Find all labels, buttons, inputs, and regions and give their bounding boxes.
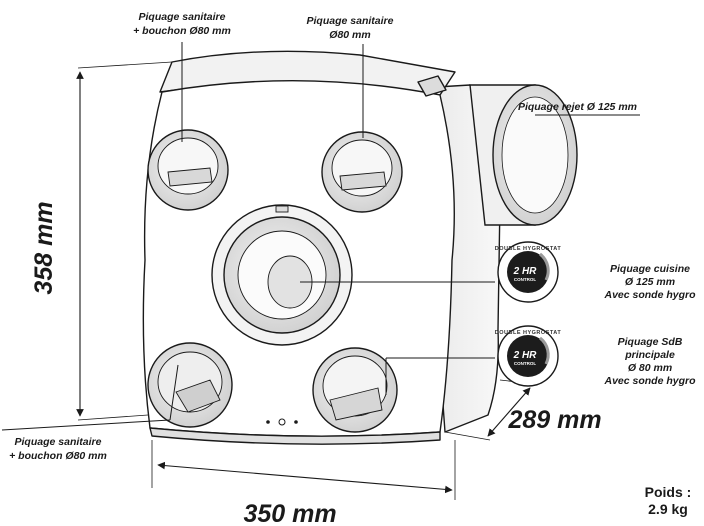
weight-line1: Poids : [645, 484, 692, 500]
dimension-width-label: 350 mm [243, 500, 336, 526]
badge-cuisine-top-text: DOUBLE HYGROSTAT [495, 246, 562, 252]
label-top-mid-line1: Piquage sanitaire [307, 15, 394, 27]
unit-top-latch [417, 75, 447, 97]
label-rejet: Piquage rejet Ø 125 mm [518, 101, 637, 113]
dimension-height-label: 358 mm [30, 201, 58, 294]
label-sdb-line1: Piquage SdB [618, 336, 683, 348]
label-cuisine-line3: Avec sonde hygro [603, 289, 696, 301]
label-sdb-line4: Avec sonde hygro [603, 375, 696, 387]
label-bottom-left-line2: + bouchon Ø80 mm [9, 450, 107, 462]
badge-sdb-sub: CONTROL [514, 361, 536, 366]
dimension-depth-label: 289 mm [507, 406, 601, 434]
depth-arrow [487, 387, 531, 437]
spigot-bottom-right-sdb [312, 347, 398, 433]
label-cuisine: Piquage cuisine Ø 125 mm Avec sonde hygr… [603, 263, 696, 301]
badge-cuisine: DOUBLE HYGROSTAT 2 HR CONTROL [495, 241, 562, 303]
label-top-mid: Piquage sanitaire Ø80 mm [307, 15, 394, 41]
label-cuisine-line2: Ø 125 mm [625, 276, 675, 288]
badge-sdb: DOUBLE HYGROSTAT 2 HR CONTROL [495, 325, 562, 387]
label-top-left-line2: + bouchon Ø80 mm [133, 25, 231, 37]
label-bottom-left: Piquage sanitaire + bouchon Ø80 mm [9, 436, 107, 462]
weight-line2: 2.9 kg [648, 501, 688, 517]
width-arrow [157, 461, 453, 494]
spigot-top-middle [321, 131, 403, 213]
label-sdb-line2: principale [624, 349, 675, 361]
label-cuisine-line1: Piquage cuisine [610, 263, 690, 275]
badge-sdb-top-text: DOUBLE HYGROSTAT [495, 330, 562, 336]
label-sdb-line3: Ø 80 mm [628, 362, 672, 374]
label-bottom-left-line1: Piquage sanitaire [15, 436, 102, 448]
badge-cuisine-main: 2 HR [513, 266, 538, 277]
label-top-mid-line2: Ø80 mm [329, 29, 370, 41]
weight-label: Poids : 2.9 kg [645, 484, 692, 517]
spigot-top-left [147, 129, 229, 211]
badge-sdb-main: 2 HR [513, 350, 538, 361]
badge-cuisine-sub: CONTROL [514, 277, 536, 282]
label-top-left: Piquage sanitaire + bouchon Ø80 mm [133, 11, 231, 37]
spigot-center-cuisine [211, 204, 353, 346]
label-top-left-line1: Piquage sanitaire [139, 11, 226, 23]
front-indicators [266, 418, 298, 426]
label-sdb: Piquage SdB principale Ø 80 mm Avec sond… [603, 336, 696, 387]
leader-lines [1, 42, 640, 431]
spigot-bottom-left [147, 342, 233, 428]
duct-rejet [469, 84, 578, 226]
